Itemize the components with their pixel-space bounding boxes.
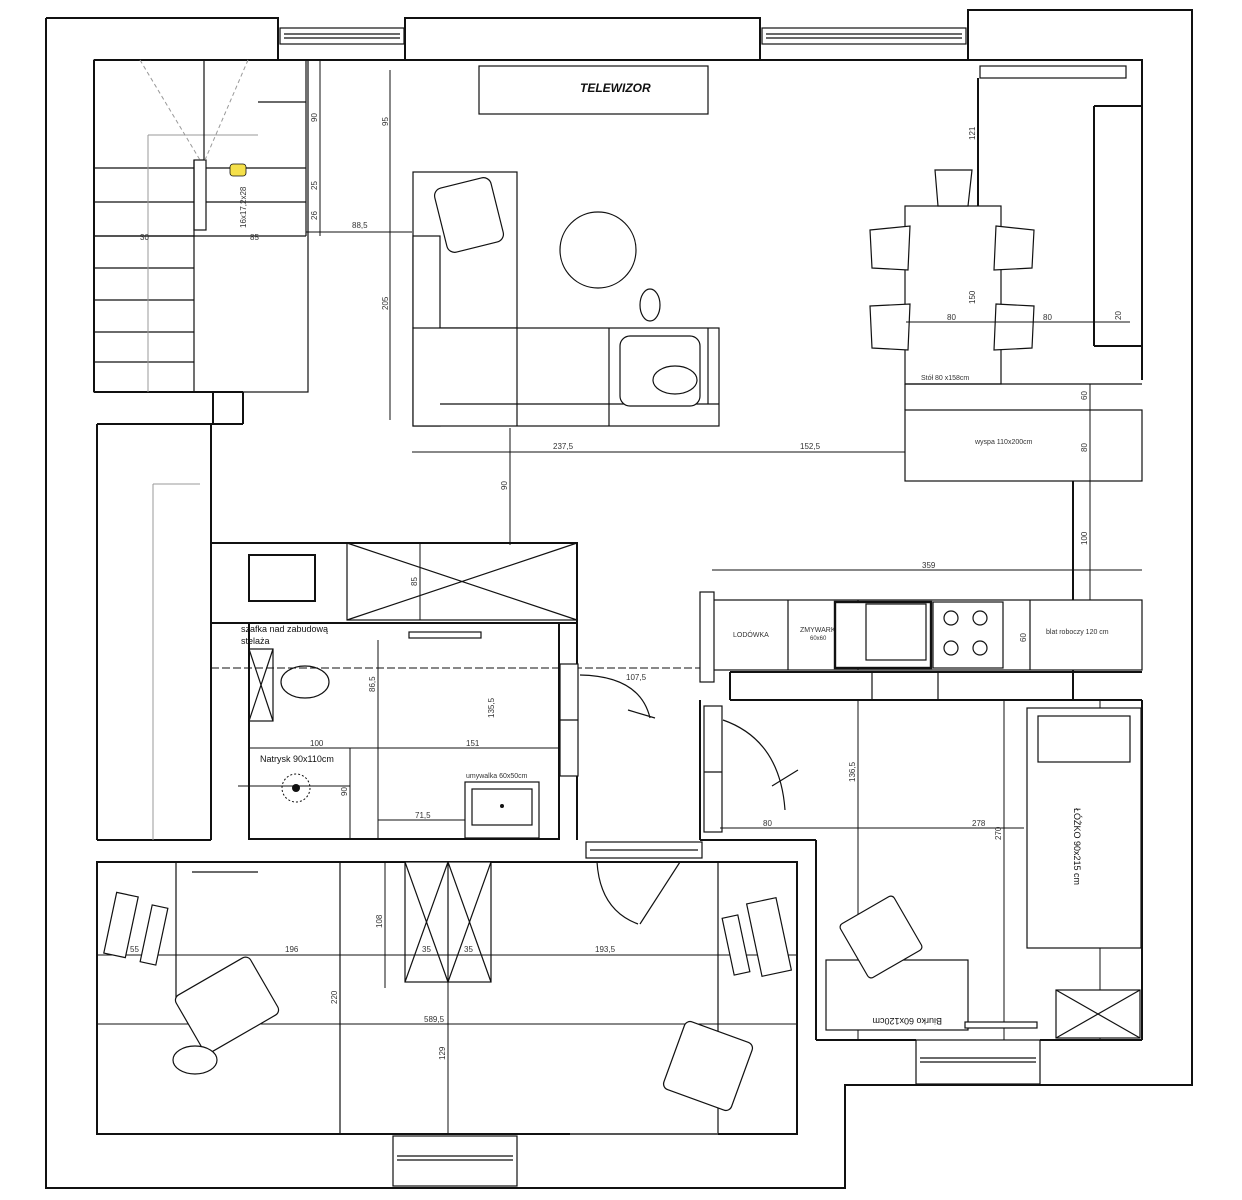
tv-cabinet	[478, 65, 709, 115]
dim-71-5: 71,5	[415, 811, 431, 820]
dim-136-5: 136,5	[848, 761, 857, 782]
dining-chair	[993, 303, 1035, 351]
round-table	[559, 211, 637, 289]
dining-area: Stół 80 x158cm 80 80 121 150 20 wyspa 11…	[869, 78, 1143, 700]
office-chair-left	[174, 956, 280, 1054]
dim-270: 270	[994, 826, 1003, 840]
washbasin-label: umywalka 60x50cm	[466, 773, 528, 780]
living-room: 95 88,5 205 TELEWIZOR 237,5 152,5 90	[306, 60, 906, 545]
desk-label: Biurko 60x120cm	[872, 1016, 942, 1026]
dim-35a: 35	[422, 945, 431, 954]
dim-237-5: 237,5	[553, 442, 574, 451]
dining-chair	[934, 169, 973, 207]
dim-278: 278	[972, 819, 986, 828]
table-label: Stół 80 x158cm	[921, 375, 969, 382]
dim-100: 100	[1080, 531, 1089, 545]
bathroom: 85 szafka nad zabudową stelaża 86,5 135,…	[210, 542, 700, 840]
stairs-label: 16x17,2x28	[239, 186, 248, 228]
dim-80d: 80	[763, 819, 772, 828]
dim-151: 151	[466, 739, 480, 748]
dim-121: 121	[968, 126, 977, 140]
dim-88-5: 88,5	[352, 221, 368, 230]
bedroom: 136,5 278 270 282 ŁÓŻKO 90x215 cm Biurko…	[700, 700, 1143, 1041]
windows	[279, 27, 1127, 1187]
dishwasher-size: 60x60	[810, 636, 827, 642]
dim-135-5: 135,5	[487, 697, 496, 718]
dim-26: 26	[310, 211, 319, 220]
dim-80a: 80	[947, 313, 956, 322]
dim-80b: 80	[1043, 313, 1052, 322]
dim-35b: 35	[464, 945, 473, 954]
dining-table	[904, 205, 1002, 385]
kitchen: 359 LODÓWKA ZMYWARKA 60x60 blat roboczy …	[699, 561, 1143, 701]
dim-80c: 80	[1080, 443, 1089, 452]
dim-85: 85	[250, 233, 259, 242]
toilet	[280, 665, 330, 699]
office-chair	[839, 895, 923, 979]
cushion	[433, 177, 505, 253]
kitchen-island	[904, 409, 1143, 482]
dim-129: 129	[438, 1046, 447, 1060]
dim-90b: 90	[500, 481, 509, 490]
office-chair-right	[662, 1020, 754, 1112]
dim-95: 95	[381, 117, 390, 126]
dim-108: 108	[375, 914, 384, 928]
dim-30: 30	[140, 233, 149, 242]
dim-60: 60	[1080, 391, 1089, 400]
bed-label: ŁÓŻKO 90x215 cm	[1072, 808, 1082, 885]
island-label: wyspa 110x200cm	[974, 439, 1033, 446]
cooktop	[932, 601, 1004, 669]
dining-chair	[993, 225, 1035, 271]
dim-55: 55	[130, 945, 139, 954]
dim-20: 20	[1114, 311, 1123, 320]
dim-359: 359	[922, 561, 936, 570]
pillow	[1037, 715, 1131, 763]
shower-drain-icon	[281, 773, 311, 803]
computer-monitor	[103, 891, 139, 959]
dim-85b: 85	[410, 577, 419, 586]
dim-90: 90	[310, 113, 319, 122]
cabinet-label: szafka nad zabudową	[241, 624, 328, 634]
dim-150: 150	[968, 290, 977, 304]
cabinet-label-2: stelaża	[241, 636, 270, 646]
office: 35 35 108 55 196 193,5 589,5 220 129	[96, 861, 798, 1135]
hallway: 107,5 80	[559, 620, 1024, 925]
computer-monitor-right	[745, 896, 793, 978]
keyboard-right	[721, 914, 751, 976]
dining-chair	[869, 303, 911, 351]
dim-107-5: 107,5	[626, 673, 647, 682]
dim-152-5: 152,5	[800, 442, 821, 451]
dim-90c: 90	[340, 787, 349, 796]
dim-60b: 60	[1019, 633, 1028, 642]
dim-196: 196	[285, 945, 299, 954]
dining-chair	[869, 225, 911, 271]
dim-25: 25	[310, 181, 319, 190]
dim-589-5: 589,5	[424, 1015, 445, 1024]
bedroom-desk	[825, 959, 969, 1031]
stairs: 16x17,2x28 90 25 26 30 85	[93, 59, 319, 393]
note-marker-icon[interactable]	[229, 163, 247, 177]
drain-center-icon	[292, 784, 300, 792]
fridge-label: LODÓWKA	[733, 630, 769, 639]
dim-193-5: 193,5	[595, 945, 616, 954]
shower-label: Natrysk 90x110cm	[260, 754, 334, 764]
dim-220: 220	[330, 990, 339, 1004]
dim-86-5: 86,5	[368, 676, 377, 692]
keyboard	[139, 904, 169, 966]
counter-label: blat roboczy 120 cm	[1046, 629, 1109, 636]
dim-100b: 100	[310, 739, 324, 748]
dishwasher-label: ZMYWARKA	[800, 627, 841, 634]
dim-205: 205	[381, 296, 390, 310]
tv-label: TELEWIZOR	[580, 81, 651, 95]
